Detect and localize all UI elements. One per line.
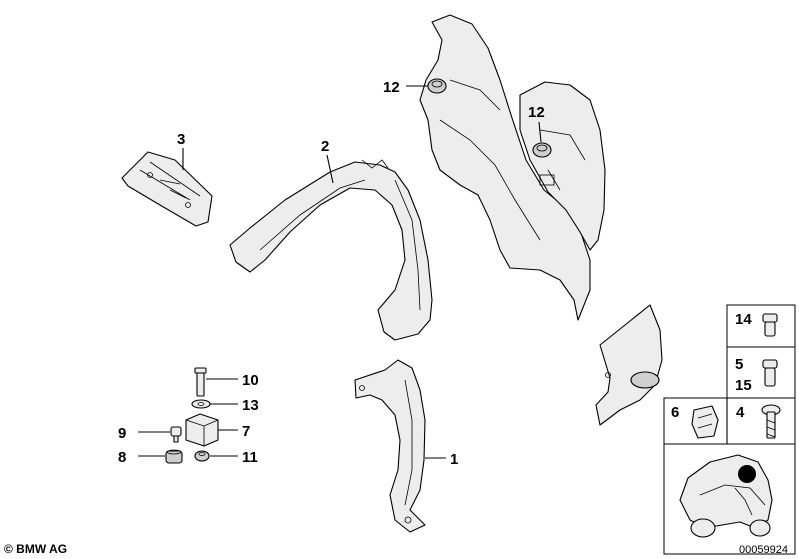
copyright-label: © BMW AG [4, 542, 67, 556]
callout-6: 6 [671, 404, 679, 421]
part-side-trim-small [595, 304, 663, 426]
part-12-bushing-lower [532, 142, 552, 158]
part-1-bracket [354, 359, 426, 533]
callout-2: 2 [321, 138, 329, 155]
callout-13: 13 [242, 397, 259, 414]
part-11-nut [194, 450, 210, 462]
part-12-bushing-upper [427, 78, 447, 94]
diagram-number: 00059924 [739, 544, 788, 556]
part-4-screw [761, 404, 781, 439]
vehicle-location-thumbnail [679, 454, 773, 538]
part-13-washer [191, 399, 211, 409]
part-5-15-clip [762, 359, 778, 387]
callout-7: 7 [242, 423, 250, 440]
part-7-clamp [185, 413, 219, 447]
callout-12-lower: 12 [528, 104, 545, 121]
callout-1: 1 [450, 451, 458, 468]
part-8-rubber-foot [165, 449, 183, 464]
callout-14: 14 [735, 311, 752, 328]
part-side-panel-large [419, 14, 606, 321]
callout-9: 9 [118, 425, 126, 442]
part-10-bolt [194, 367, 207, 397]
callout-5: 5 [735, 356, 743, 373]
callout-8: 8 [118, 449, 126, 466]
callout-3: 3 [177, 131, 185, 148]
part-9-screw [170, 426, 182, 443]
callout-10: 10 [242, 372, 259, 389]
hardware-legend-box [663, 304, 796, 555]
callout-15: 15 [735, 377, 752, 394]
part-3-trim-cover [121, 151, 213, 227]
part-2-front-panel [229, 159, 433, 341]
callout-4: 4 [736, 404, 745, 421]
callout-11: 11 [242, 449, 258, 466]
part-6-spring-nut [691, 405, 719, 439]
part-14-clip [762, 313, 778, 337]
callout-12-upper: 12 [383, 79, 400, 96]
